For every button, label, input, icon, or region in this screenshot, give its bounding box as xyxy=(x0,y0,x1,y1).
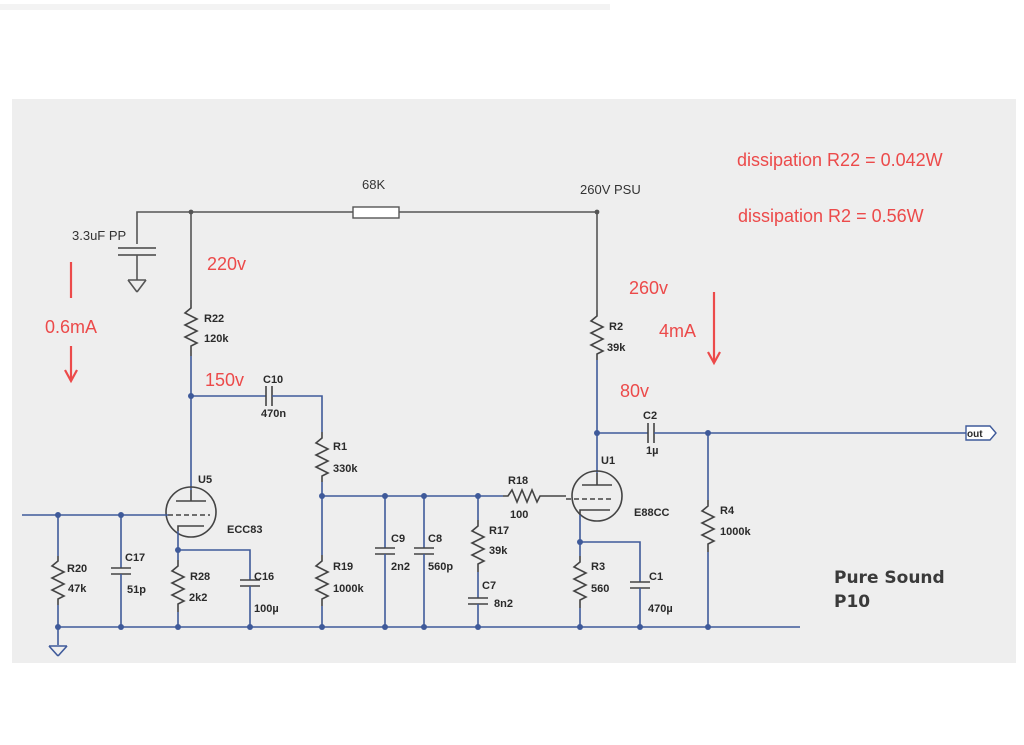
scan-edge xyxy=(0,4,610,10)
ref-r18: R18 xyxy=(508,475,528,487)
value-r17: 39k xyxy=(489,545,508,557)
value-c9: 2n2 xyxy=(391,561,410,573)
voltage-80v: 80v xyxy=(620,381,649,401)
dissipation-r22-note: dissipation R22 = 0.042W xyxy=(737,150,943,170)
current-0-6ma: 0.6mA xyxy=(45,317,97,337)
resistor-r22 xyxy=(183,300,199,356)
value-r20: 47k xyxy=(68,583,87,595)
value-r28: 2k2 xyxy=(189,592,207,604)
ground-symbol-top xyxy=(127,279,147,293)
ref-c1: C1 xyxy=(649,571,663,583)
value-r18: 100 xyxy=(510,509,528,521)
current-arrow-right xyxy=(707,292,721,366)
ref-r2: R2 xyxy=(609,321,623,333)
ref-u5: U5 xyxy=(198,474,212,486)
value-r22: 120k xyxy=(204,333,229,345)
capacitor-3-3uf xyxy=(118,247,156,280)
resistor-r18 xyxy=(503,487,566,505)
resistor-r20 xyxy=(50,556,66,605)
label-68k: 68K xyxy=(362,177,385,192)
value-r2: 39k xyxy=(607,342,626,354)
ref-c8: C8 xyxy=(428,533,442,545)
voltage-220v: 220v xyxy=(207,254,246,274)
value-r4: 1000k xyxy=(720,526,751,538)
ref-c17: C17 xyxy=(125,552,145,564)
ref-r22: R22 xyxy=(204,313,224,325)
ref-r19: R19 xyxy=(333,561,353,573)
resistor-r19 xyxy=(314,555,330,606)
value-c7: 8n2 xyxy=(494,598,513,610)
supply-rail xyxy=(136,209,600,300)
voltage-150v: 150v xyxy=(205,370,244,390)
ref-r1: R1 xyxy=(333,441,347,453)
value-u5: ECC83 xyxy=(227,524,262,536)
ref-r3: R3 xyxy=(591,561,605,573)
resistor-r28 xyxy=(170,560,186,612)
value-c17: 51p xyxy=(127,584,146,596)
resistor-68k xyxy=(352,206,400,219)
value-c8: 560p xyxy=(428,561,453,573)
value-c10: 470n xyxy=(261,408,286,420)
triode-u1 xyxy=(566,470,623,522)
resistor-r4 xyxy=(700,500,716,552)
brand-title: Pure Sound xyxy=(834,568,945,588)
ref-c9: C9 xyxy=(391,533,405,545)
ref-c2: C2 xyxy=(643,410,657,422)
ground-symbol-bottom xyxy=(48,645,68,657)
dissipation-r2-note: dissipation R2 = 0.56W xyxy=(738,206,924,226)
ref-r17: R17 xyxy=(489,525,509,537)
value-r3: 560 xyxy=(591,583,609,595)
ref-r4: R4 xyxy=(720,505,735,517)
ref-c7: C7 xyxy=(482,580,496,592)
current-4ma: 4mA xyxy=(659,321,696,341)
brand-model: P10 xyxy=(834,592,870,612)
ref-c16: C16 xyxy=(254,571,274,583)
value-u1: E88CC xyxy=(634,507,670,519)
schematic-paper xyxy=(12,99,1016,663)
ground-bus-nodes xyxy=(55,624,711,630)
value-c2: 1µ xyxy=(646,445,658,457)
value-r1: 330k xyxy=(333,463,358,475)
label-out: out xyxy=(967,429,983,440)
label-bypass-cap: 3.3uF PP xyxy=(72,228,126,243)
voltage-260v: 260v xyxy=(629,278,668,298)
resistor-r17 xyxy=(470,520,486,572)
triode-u5 xyxy=(165,486,217,538)
resistor-r2 xyxy=(589,310,605,360)
resistor-r1 xyxy=(314,432,330,482)
value-r19: 1000k xyxy=(333,583,364,595)
resistor-r3 xyxy=(572,556,588,608)
current-arrow-left xyxy=(64,262,78,384)
ref-r28: R28 xyxy=(190,571,210,583)
ref-r20: R20 xyxy=(67,563,87,575)
value-c1: 470µ xyxy=(648,603,673,615)
value-c16: 100µ xyxy=(254,603,279,615)
ref-u1: U1 xyxy=(601,455,615,467)
output-port xyxy=(965,425,997,441)
ref-c10: C10 xyxy=(263,374,283,386)
label-psu: 260V PSU xyxy=(580,182,641,197)
